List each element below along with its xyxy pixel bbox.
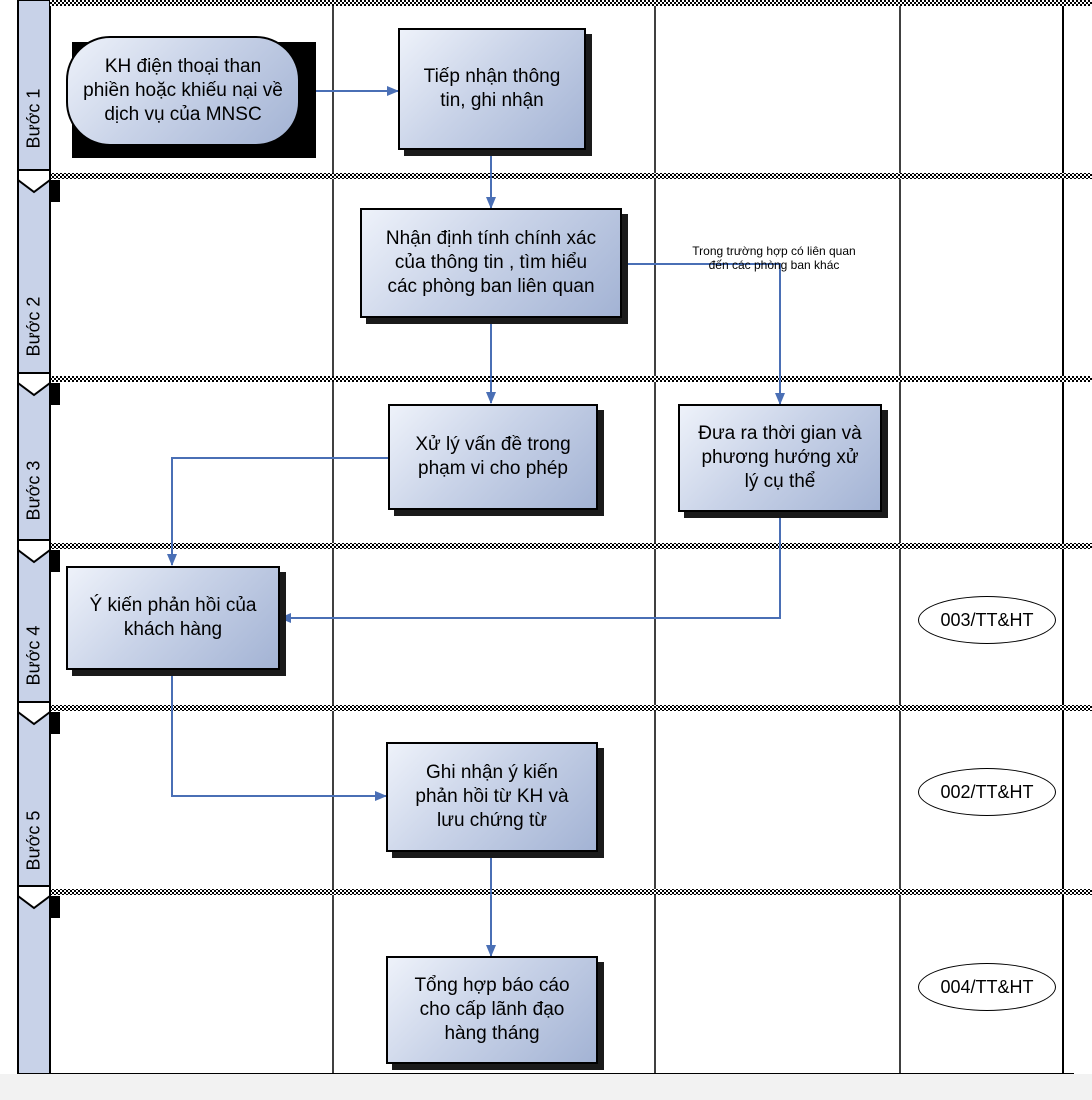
connector-handle-feedback — [167, 457, 388, 566]
step-chevrons — [17, 169, 51, 910]
lane-divider — [50, 889, 1092, 895]
branch-note: Trong trường hợp có liên quan đến các ph… — [692, 244, 856, 272]
step-label-5: Bước 5 — [23, 810, 44, 871]
connector-feedback-record — [171, 670, 387, 801]
step-label-4: Bước 4 — [23, 625, 44, 686]
ref-badge-step6: 004/TT&HT — [918, 963, 1056, 1011]
receive-node: Tiếp nhận thông tin, ghi nhận — [398, 28, 586, 150]
feedback-node: Ý kiến phản hồi của khách hàng — [66, 566, 280, 670]
lane-divider — [50, 173, 1092, 179]
lane-divider — [50, 543, 1092, 549]
bottom-strip — [0, 1074, 1092, 1100]
ref-badge-step5: 002/TT&HT — [918, 768, 1056, 816]
step-label-2: Bước 2 — [23, 296, 44, 357]
schedule-node: Đưa ra thời gian và phương hướng xử lý c… — [678, 404, 882, 512]
handle-node: Xử lý vấn đề trong phạm vi cho phép — [388, 404, 598, 510]
chevron-markers — [50, 180, 60, 918]
record-node: Ghi nhận ý kiến phản hồi từ KH và lưu ch… — [386, 742, 598, 852]
lane-divider — [50, 705, 1092, 711]
step-label-3: Bước 3 — [23, 460, 44, 521]
connector-schedule-feedback — [279, 512, 781, 623]
report-node: Tổng hợp báo cáo cho cấp lãnh đạo hàng t… — [386, 956, 598, 1064]
ref-badge-step4: 003/TT&HT — [918, 596, 1056, 644]
step-label-1: Bước 1 — [23, 88, 44, 149]
lane-divider — [50, 376, 1092, 382]
connectors — [167, 86, 785, 957]
assess-node: Nhận định tính chính xác của thông tin ,… — [360, 208, 622, 318]
connector-assess-schedule — [622, 263, 785, 405]
start-node: KH điện thoại than phiền hoặc khiếu nại … — [66, 36, 300, 146]
lane-divider — [50, 0, 1092, 6]
